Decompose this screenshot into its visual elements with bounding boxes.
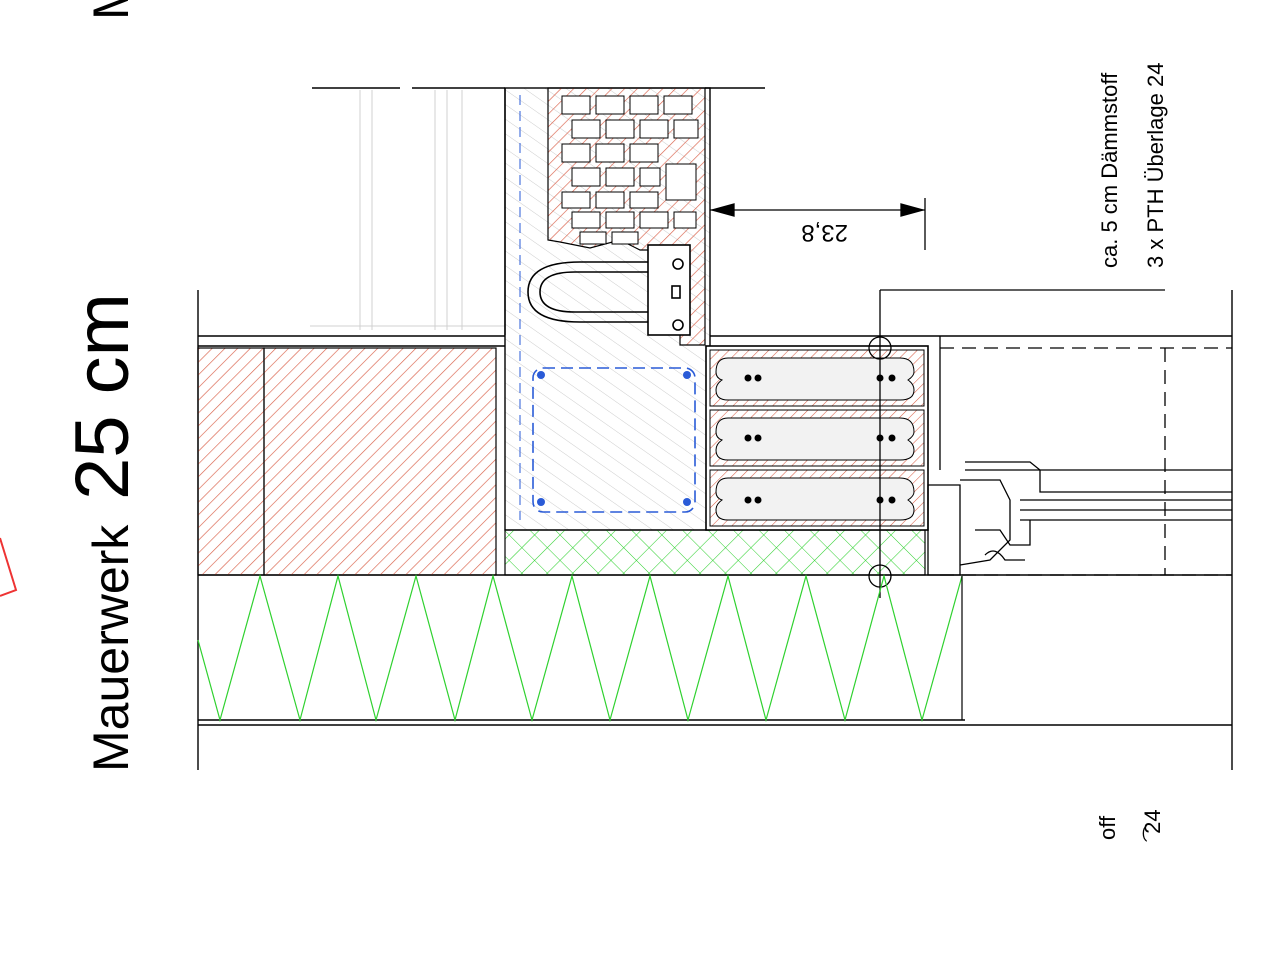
- note-fragment-2: ͡ 24: [1140, 809, 1165, 842]
- red-mark-fragment: [0, 537, 18, 597]
- title-value: 25 cm: [60, 293, 145, 500]
- rebar-cage: [532, 367, 696, 513]
- brick-block: [547, 87, 706, 346]
- masonry-left-wide: [263, 347, 497, 576]
- lintel-stack: [705, 345, 929, 531]
- leader-line: [868, 289, 1165, 598]
- upper-frame-grey: [310, 90, 505, 330]
- corner-fragment: M: [83, 0, 139, 20]
- title-prefix: Mauerwerk: [83, 524, 139, 772]
- dimension-line: [709, 198, 926, 250]
- insulation-strip: [504, 529, 926, 576]
- window-frame: [927, 336, 1232, 576]
- note-line-1: ca. 5 cm Dämmstoff: [1097, 72, 1122, 268]
- masonry-left-narrow: [197, 347, 265, 576]
- note-line-2: 3 x PTH Überlage 24: [1143, 63, 1168, 268]
- dimension-label: 23,8: [801, 219, 848, 246]
- insulation-zigzag: [197, 573, 963, 723]
- note-fragment-1: off: [1095, 815, 1120, 840]
- wall-anchor: [527, 244, 691, 336]
